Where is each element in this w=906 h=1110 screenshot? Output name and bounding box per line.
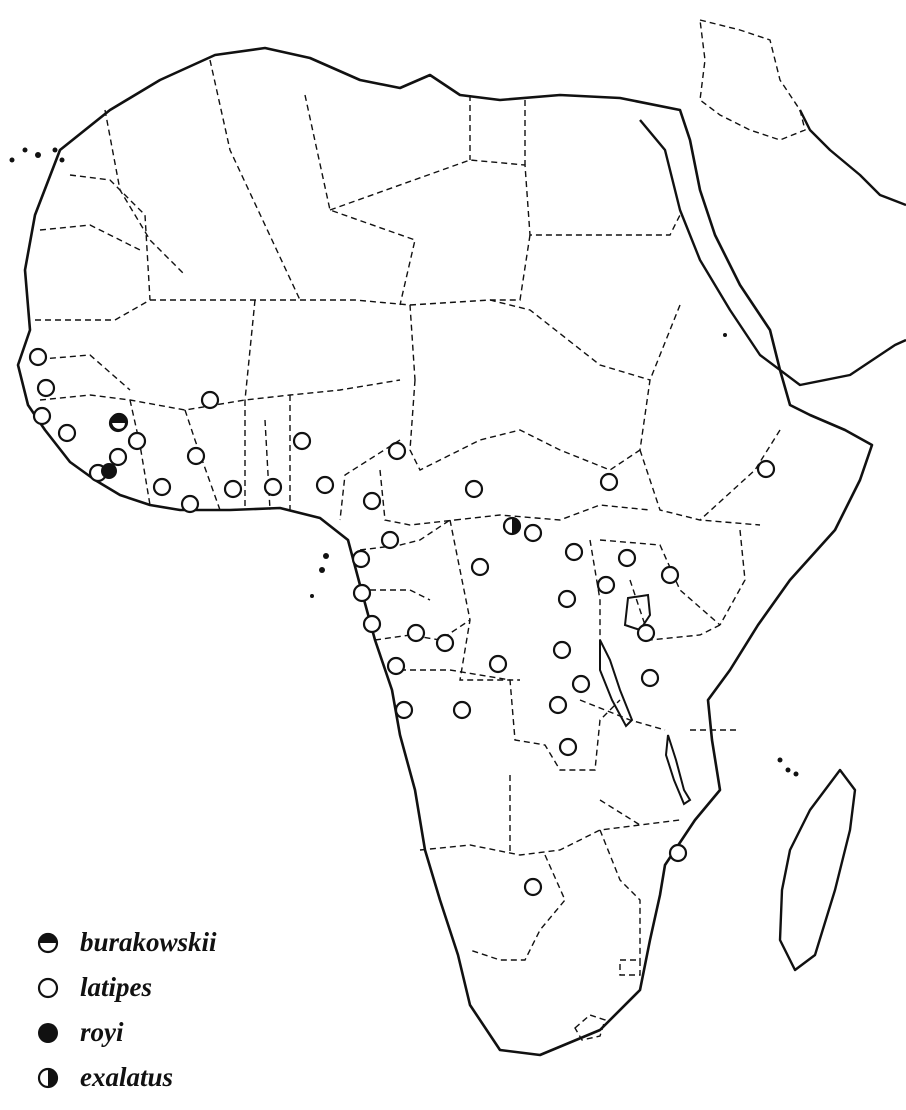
legend-label: latipes <box>80 972 152 1002</box>
latipes-marker <box>640 668 660 688</box>
latipes-marker <box>362 614 382 634</box>
latipes-marker <box>617 548 637 568</box>
species-occurrence-markers <box>28 347 776 897</box>
legend-item-royi: royi <box>36 1010 217 1055</box>
latipes-marker <box>263 477 283 497</box>
latipes-marker <box>464 479 484 499</box>
latipes-marker <box>523 877 543 897</box>
legend-label: exalatus <box>80 1062 174 1092</box>
latipes-marker <box>28 347 48 367</box>
latipes-marker <box>596 575 616 595</box>
legend-item-exalatus: exalatus <box>36 1055 217 1100</box>
latipes-marker <box>488 654 508 674</box>
latipes-marker <box>362 491 382 511</box>
latipes-marker <box>186 446 206 466</box>
legend-label: royi <box>80 1017 124 1047</box>
latipes-marker <box>387 441 407 461</box>
africa-coastline <box>16 46 874 1057</box>
latipes-marker <box>523 523 543 543</box>
latipes-marker <box>352 583 372 603</box>
latipes-marker <box>406 623 426 643</box>
latipes-marker <box>200 390 220 410</box>
latipes-marker <box>315 475 335 495</box>
latipes-marker <box>152 477 172 497</box>
latipes-marker <box>180 494 200 514</box>
legend-item-latipes: latipes <box>36 965 217 1010</box>
latipes-marker <box>668 843 688 863</box>
latipes-marker <box>557 589 577 609</box>
latipes-marker <box>470 557 490 577</box>
latipes-marker <box>386 656 406 676</box>
latipes-marker <box>660 565 680 585</box>
latipes-marker <box>548 695 568 715</box>
burakowskii-marker <box>108 413 128 433</box>
latipes-marker <box>636 623 656 643</box>
latipes-marker <box>452 700 472 720</box>
lake-tanganyika <box>599 639 634 728</box>
latipes-marker <box>599 472 619 492</box>
latipes-marker <box>32 406 52 426</box>
latipes-marker <box>564 542 584 562</box>
latipes-marker <box>223 479 243 499</box>
lake-malawi <box>664 734 692 806</box>
legend: burakowskii latipes royi exalatus <box>36 920 217 1100</box>
latipes-marker <box>36 378 56 398</box>
madagascar-outline <box>778 768 857 972</box>
open-circle-icon <box>37 977 59 998</box>
latipes-marker <box>351 549 371 569</box>
latipes-marker <box>108 447 128 467</box>
latipes-marker <box>380 530 400 550</box>
arabian-peninsula-coastline <box>639 109 906 387</box>
half-filled-top-circle-icon <box>37 932 59 953</box>
half-filled-right-circle-icon <box>37 1067 59 1088</box>
latipes-marker <box>571 674 591 694</box>
latipes-marker <box>127 431 147 451</box>
royi-marker <box>101 463 117 479</box>
latipes-marker <box>558 737 578 757</box>
latipes-marker <box>552 640 572 660</box>
exalatus-marker <box>502 516 522 536</box>
latipes-marker <box>292 431 312 451</box>
lake-victoria <box>623 593 652 632</box>
country-borders <box>29 19 806 1041</box>
latipes-marker <box>435 633 455 653</box>
latipes-marker <box>394 700 414 720</box>
legend-item-burakowskii: burakowskii <box>36 920 217 965</box>
filled-circle-icon <box>38 1022 58 1043</box>
offshore-islands <box>9 147 799 777</box>
latipes-marker <box>57 423 77 443</box>
latipes-marker <box>756 459 776 479</box>
legend-label: burakowskii <box>80 927 217 957</box>
